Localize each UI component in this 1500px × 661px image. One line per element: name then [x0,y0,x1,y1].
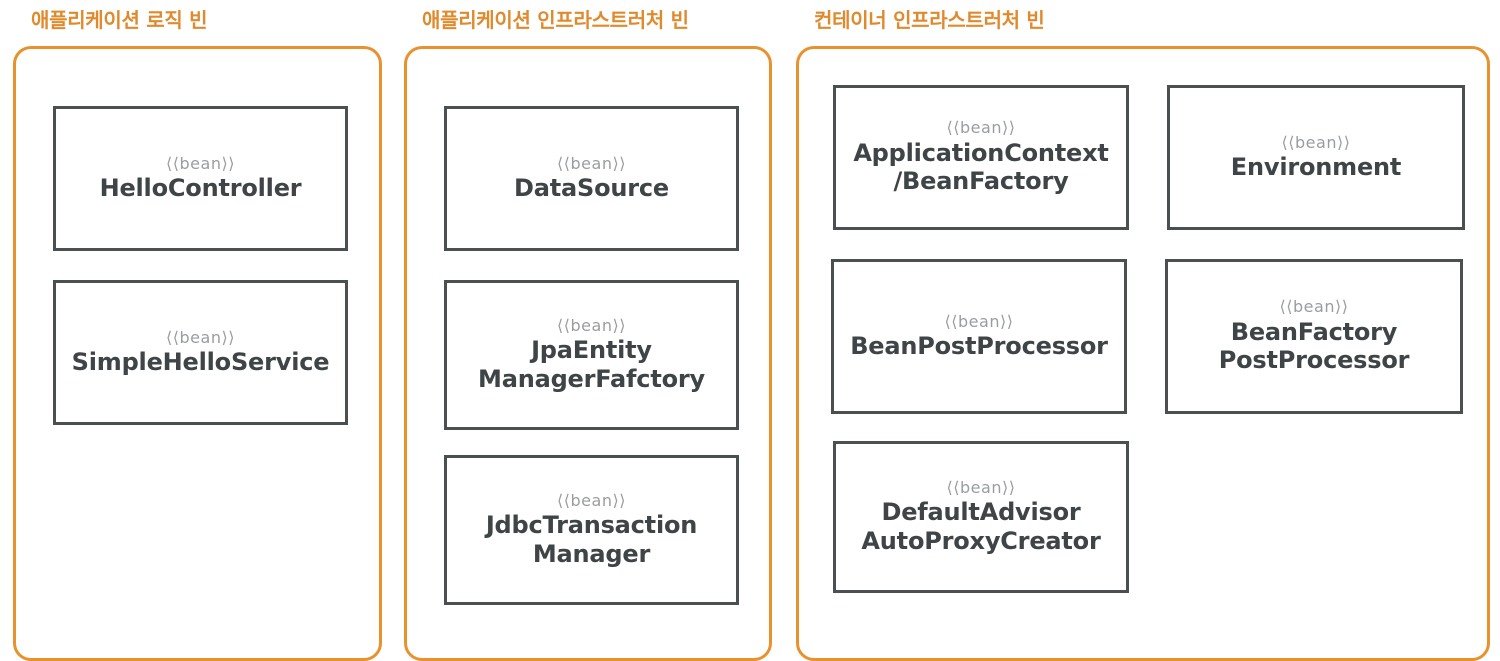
bean-stereotype-label: ⟨⟨bean⟩⟩ [944,311,1014,331]
bean-box-datasource[interactable]: ⟨⟨bean⟩⟩ DataSource [444,106,739,251]
bean-stereotype-label: ⟨⟨bean⟩⟩ [946,477,1016,497]
bean-name-label: HelloController [99,174,302,203]
bean-name-label: BeanFactory PostProcessor [1218,317,1410,375]
bean-box-bean-factory-post-processor[interactable]: ⟨⟨bean⟩⟩ BeanFactory PostProcessor [1165,259,1463,414]
bean-name-label: JpaEntity ManagerFafctory [478,336,705,393]
bean-name-label: BeanPostProcessor [850,332,1108,361]
bean-box-hello-controller[interactable]: ⟨⟨bean⟩⟩ HelloController [53,106,348,251]
bean-box-bean-post-processor[interactable]: ⟨⟨bean⟩⟩ BeanPostProcessor [831,259,1127,414]
bean-box-jpa-entity-manager-factory[interactable]: ⟨⟨bean⟩⟩ JpaEntity ManagerFafctory [444,280,739,430]
group-panel-container-infrastructure-beans: ⟨⟨bean⟩⟩ ApplicationContext /BeanFactory… [796,46,1490,661]
bean-name-label: JdbcTransaction Manager [485,511,698,568]
group-title-container-infrastructure-beans: 컨테이너 인프라스트러처 빈 [814,8,1045,32]
group-panel-application-logic-beans: ⟨⟨bean⟩⟩ HelloController ⟨⟨bean⟩⟩ Simple… [13,46,382,661]
bean-box-default-advisor-auto-proxy-creator[interactable]: ⟨⟨bean⟩⟩ DefaultAdvisor AutoProxyCreator [833,441,1129,593]
bean-name-label: DataSource [514,174,669,203]
bean-name-label: SimpleHelloService [71,348,330,377]
group-title-application-logic-beans: 애플리케이션 로직 빈 [31,8,208,32]
bean-box-application-context-bean-factory[interactable]: ⟨⟨bean⟩⟩ ApplicationContext /BeanFactory [833,85,1129,230]
group-panel-application-infrastructure-beans: ⟨⟨bean⟩⟩ DataSource ⟨⟨bean⟩⟩ JpaEntity M… [404,46,772,661]
bean-stereotype-label: ⟨⟨bean⟩⟩ [946,118,1016,138]
bean-box-simple-hello-service[interactable]: ⟨⟨bean⟩⟩ SimpleHelloService [53,280,348,425]
bean-stereotype-label: ⟨⟨bean⟩⟩ [557,490,626,510]
bean-name-label: DefaultAdvisor AutoProxyCreator [861,498,1101,555]
bean-stereotype-label: ⟨⟨bean⟩⟩ [166,327,235,347]
bean-stereotype-label: ⟨⟨bean⟩⟩ [1279,297,1349,317]
bean-name-label: Environment [1230,153,1402,182]
bean-stereotype-label: ⟨⟨bean⟩⟩ [1281,132,1351,152]
bean-stereotype-label: ⟨⟨bean⟩⟩ [557,153,626,173]
bean-stereotype-label: ⟨⟨bean⟩⟩ [557,315,626,335]
group-title-application-infrastructure-beans: 애플리케이션 인프라스트러처 빈 [422,8,689,32]
bean-name-label: ApplicationContext /BeanFactory [853,138,1109,196]
bean-box-environment[interactable]: ⟨⟨bean⟩⟩ Environment [1167,85,1465,230]
bean-stereotype-label: ⟨⟨bean⟩⟩ [166,153,235,173]
bean-box-jdbc-transaction-manager[interactable]: ⟨⟨bean⟩⟩ JdbcTransaction Manager [444,455,739,605]
